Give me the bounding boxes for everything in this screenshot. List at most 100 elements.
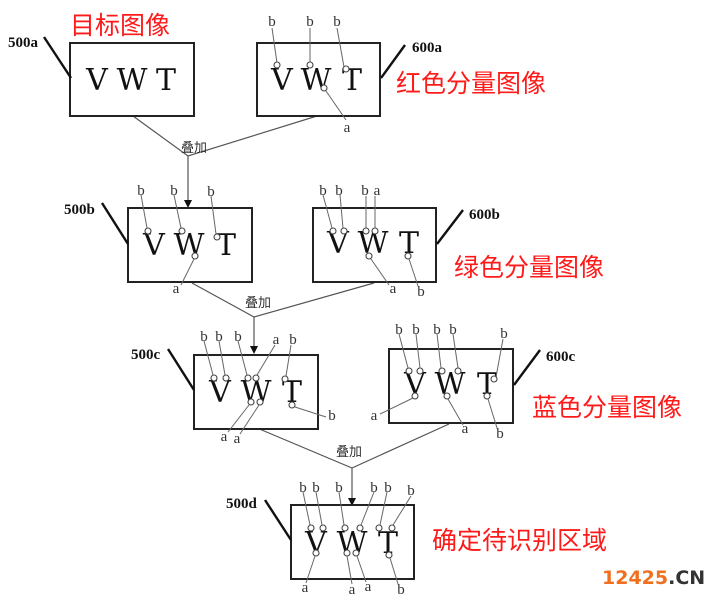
- mark-pointer-line: [325, 90, 347, 121]
- frame-500b: [127, 207, 253, 283]
- mark-pointer-line: [322, 194, 333, 229]
- mark-pointer-line: [452, 333, 459, 369]
- mark-pointer-line: [487, 398, 498, 429]
- leader-500a: [42, 36, 73, 79]
- letter-v: V: [85, 63, 109, 98]
- mark-b: b: [207, 184, 215, 200]
- feature-point-marker: [213, 233, 221, 241]
- mark-b: b: [384, 480, 392, 496]
- letter-t: T: [477, 367, 497, 402]
- leader-600b: [436, 209, 464, 245]
- mark-pointer-line: [379, 397, 414, 415]
- mark-pointer-line: [227, 404, 250, 433]
- mark-b: b: [200, 329, 208, 345]
- mark-b: b: [335, 183, 343, 199]
- letter-v: V: [270, 63, 294, 98]
- mark-b: b: [500, 326, 508, 342]
- feature-point-marker: [365, 252, 373, 260]
- letter-t: T: [216, 228, 236, 263]
- feature-point-marker: [247, 398, 255, 406]
- mark-b: b: [449, 322, 457, 338]
- feature-point-marker: [281, 375, 289, 383]
- mark-pointer-line: [338, 491, 345, 526]
- mark-pointer-line: [398, 333, 409, 369]
- mark-pointer-line: [210, 195, 217, 235]
- feature-point-marker: [343, 549, 351, 557]
- feature-point-marker: [144, 227, 152, 235]
- feature-point-marker: [483, 392, 491, 400]
- mark-a: a: [365, 579, 372, 595]
- mark-pointer-line: [339, 194, 344, 229]
- merge-line-2: [191, 282, 375, 318]
- mark-pointer-line: [218, 340, 226, 376]
- mark-pointer-line: [360, 491, 375, 526]
- mark-b: b: [433, 322, 441, 338]
- mark-b: b: [137, 183, 145, 199]
- mark-a: a: [371, 408, 378, 424]
- feature-point-marker: [454, 367, 462, 375]
- superpose-label-3: 叠加: [336, 445, 362, 460]
- feature-point-marker: [404, 252, 412, 260]
- watermark-suffix: .CN: [668, 567, 705, 589]
- mark-b: b: [333, 14, 341, 30]
- mark-a: a: [173, 281, 180, 297]
- ref-500b: 500b: [64, 202, 95, 218]
- frame-500a: [69, 42, 195, 117]
- mark-pointer-line: [379, 491, 388, 526]
- leader-500d: [263, 499, 293, 541]
- mark-pointer-line: [408, 258, 419, 287]
- mark-pointer-line: [336, 27, 345, 68]
- mark-b: b: [289, 332, 297, 348]
- superpose-label-2: 叠加: [245, 296, 271, 311]
- caption-blue-component: 蓝色分量图像: [532, 393, 682, 422]
- mark-pointer-line: [315, 491, 323, 526]
- mark-pointer-line: [436, 333, 442, 369]
- mark-b: b: [412, 322, 420, 338]
- mark-a: a: [221, 429, 228, 445]
- ref-600a: 600a: [412, 40, 443, 56]
- feature-point-marker: [352, 549, 360, 557]
- mark-b: b: [215, 329, 223, 345]
- mark-pointer-line: [173, 194, 182, 229]
- letter-t: T: [282, 375, 302, 410]
- feature-point-marker: [438, 367, 446, 375]
- letter-t: T: [156, 63, 176, 98]
- mark-a: a: [390, 281, 397, 297]
- letter-w: W: [174, 228, 205, 263]
- mark-a: a: [234, 431, 241, 447]
- feature-point-marker: [405, 367, 413, 375]
- ref-500d: 500d: [226, 496, 258, 512]
- mark-b: b: [312, 480, 320, 496]
- mark-pointer-line: [356, 555, 367, 583]
- box-600b: 600b V W T b b b a a b: [312, 183, 500, 300]
- feature-point-marker: [411, 392, 419, 400]
- mark-b: b: [306, 14, 314, 30]
- connectors: [132, 115, 450, 506]
- leader-600a: [380, 44, 406, 79]
- mark-b: b: [170, 183, 178, 199]
- letter-w: W: [337, 526, 368, 561]
- arrow-head-2: [250, 346, 258, 354]
- leader-500c: [166, 348, 196, 391]
- mark-pointer-line: [239, 404, 260, 435]
- mark-a: a: [462, 421, 469, 437]
- arrow-head-3: [348, 498, 356, 506]
- feature-point-marker: [388, 524, 396, 532]
- mark-b: b: [407, 483, 415, 499]
- mark-b: b: [328, 408, 336, 424]
- feature-point-marker: [356, 524, 364, 532]
- feature-point-marker: [178, 227, 186, 235]
- feature-point-marker: [443, 392, 451, 400]
- ref-600b: 600b: [469, 207, 500, 223]
- feature-point-marker: [341, 524, 349, 532]
- feature-point-marker: [256, 398, 264, 406]
- mark-b: b: [417, 284, 425, 300]
- feature-point-marker: [288, 401, 296, 409]
- mark-b: b: [397, 582, 405, 598]
- mark-pointer-line: [389, 557, 399, 585]
- feature-point-marker: [362, 227, 370, 235]
- mark-b: b: [319, 183, 327, 199]
- mark-a: a: [273, 332, 280, 348]
- feature-point-marker: [191, 252, 199, 260]
